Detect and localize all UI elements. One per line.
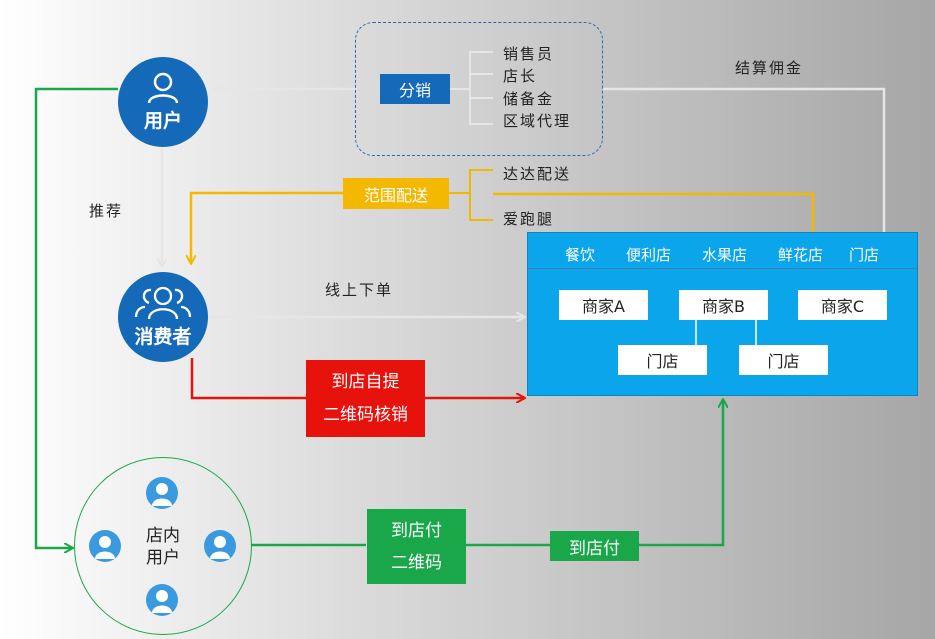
pickup-line2: 二维码核销 (323, 404, 408, 425)
line-commission (603, 87, 886, 232)
arrow-user-to-instore (34, 87, 118, 548)
panel-divider (528, 268, 917, 269)
merchant-box: 商家B (679, 290, 768, 320)
category-item: 水果店 (702, 246, 748, 264)
user-icon (147, 72, 179, 103)
delivery-item: 爱跑腿 (503, 210, 555, 228)
merchant-box: 商家C (798, 290, 887, 320)
pay-qr-box: 到店付 二维码 (367, 509, 466, 584)
category-item: 餐饮 (565, 246, 596, 264)
pickup-box: 到店自提 二维码核销 (306, 360, 425, 437)
store-box: 门店 (618, 345, 707, 375)
instore-users-group (74, 457, 252, 635)
distribution-item: 储备金 (503, 90, 555, 108)
distribution-item: 销售员 (503, 45, 555, 63)
distribution-item: 区域代理 (503, 112, 572, 130)
instore-users-label: 店内 用户 (133, 525, 193, 569)
instore-line1: 店内 (146, 526, 180, 546)
category-item: 门店 (849, 246, 880, 264)
instore-line2: 用户 (146, 548, 180, 568)
arrow-pay-to-panel (639, 400, 723, 547)
pay-qr-line1: 到店付 (391, 520, 442, 541)
distribution-label: 分销 (380, 74, 450, 104)
arrow-range-delivery (191, 191, 343, 263)
user-avatar-icon (89, 530, 121, 562)
pay-qr-line2: 二维码 (391, 552, 442, 573)
user-node: 用户 (118, 57, 208, 147)
category-item: 鲜花店 (778, 246, 824, 264)
pickup-line1: 到店自提 (331, 371, 400, 392)
user-avatar-icon (146, 584, 178, 616)
group-users-icon (134, 286, 192, 319)
delivery-item: 达达配送 (503, 165, 572, 183)
recommend-label: 推荐 (89, 202, 124, 220)
distribution-item: 店长 (503, 67, 538, 85)
store-box: 门店 (739, 345, 828, 375)
category-item: 便利店 (626, 246, 672, 264)
consumer-label: 消费者 (134, 325, 192, 348)
range-delivery-label: 范围配送 (343, 178, 449, 209)
merchant-box: 商家A (559, 290, 648, 320)
online-order-label: 线上下单 (325, 281, 394, 299)
user-avatar-icon (204, 530, 236, 562)
consumer-node: 消费者 (118, 272, 208, 362)
pay-store-label: 到店付 (550, 531, 639, 561)
distribution-group (355, 22, 603, 156)
settle-commission-label: 结算佣金 (735, 59, 804, 77)
user-avatar-icon (146, 477, 178, 509)
user-label: 用户 (143, 109, 182, 132)
